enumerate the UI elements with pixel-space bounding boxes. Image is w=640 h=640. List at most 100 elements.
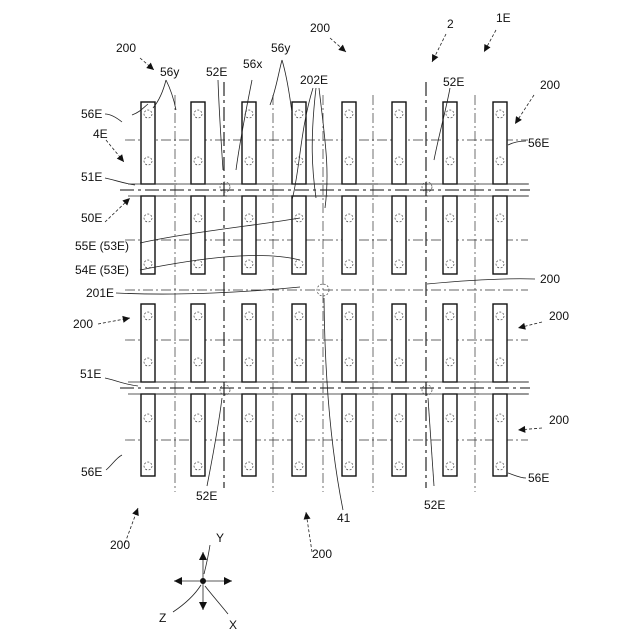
finger-body [141,394,155,476]
electrode-finger [443,102,457,184]
pointer-arrow [515,95,534,124]
label-200-bottom-left: 200 [110,538,130,552]
electrode-finger [242,102,256,184]
finger-body [242,196,256,274]
finger-body [242,394,256,476]
electrode-finger [342,394,356,476]
finger-body [342,394,356,476]
label-52E-top-right: 52E [443,75,464,89]
label-200-top-center: 200 [310,21,330,35]
electrode-finger [292,102,306,184]
electrode-finger [342,196,356,274]
finger-body [493,304,507,382]
finger-body [292,394,306,476]
electrode-finger [141,394,155,476]
electrode-finger [493,394,507,476]
pointer-arrow [518,426,542,433]
label-51E-upper: 51E [81,170,102,184]
electrode-finger [392,394,406,476]
finger-body [242,102,256,184]
finger-body [342,304,356,382]
label-2: 2 [447,17,454,31]
electrode-finger [443,394,457,476]
arrow-head [304,512,311,520]
electrode-finger [242,196,256,274]
electrode-finger [191,304,205,382]
label-200-top-right: 200 [540,78,560,92]
finger-body [493,102,507,184]
label-52E-top-left: 52E [206,65,227,79]
finger-body [141,196,155,274]
electrode-finger [141,196,155,274]
electrode-finger [443,304,457,382]
finger-body [443,196,457,274]
finger-body [493,394,507,476]
label-1E: 1E [496,11,511,25]
finger-body [191,394,205,476]
electrode-finger [191,394,205,476]
arrow-head [432,54,438,62]
electrode-finger [141,102,155,184]
finger-body [292,304,306,382]
pointer-arrow [105,198,130,222]
electrode-finger [242,394,256,476]
electrode-finger [342,102,356,184]
label-4E: 4E [93,127,108,141]
label-41: 41 [337,511,351,525]
label-201E: 201E [86,286,114,300]
arrow-head [122,316,130,323]
label-axis-x: X [229,618,237,632]
leader-lines [105,60,535,510]
finger-body [392,394,406,476]
electrode-finger [392,304,406,382]
arrow-head [117,154,124,162]
electrode-array [141,102,529,476]
label-56E-top-left: 56E [81,107,102,121]
label-56y-right: 56y [271,41,290,55]
label-200-top-left: 200 [116,41,136,55]
finger-body [342,102,356,184]
label-200-bottom-center: 200 [312,547,332,561]
pointer-arrow [432,34,446,62]
electrode-finger [191,196,205,274]
pointer-arrow [140,58,154,70]
electrode-finger [292,394,306,476]
electrode-finger [292,196,306,274]
label-55E: 55E (53E) [75,239,129,253]
label-202E: 202E [300,73,328,87]
finger-body [493,196,507,274]
finger-body [191,196,205,274]
finger-body [191,304,205,382]
finger-body [342,196,356,274]
electrode-finger [141,304,155,382]
finger-body [443,102,457,184]
label-52E-bottom-left: 52E [196,489,217,503]
pointer-arrow [106,140,124,162]
label-200-bottom-right: 200 [549,413,569,427]
arrow-head [518,323,526,330]
label-56E-bottom-left: 56E [81,465,102,479]
label-56y-left: 56y [160,65,179,79]
finger-body [292,196,306,274]
finger-body [141,304,155,382]
electrode-finger [191,102,205,184]
pointer-arrow [304,512,312,552]
label-56x: 56x [243,57,262,71]
label-axis-z: Z [159,611,166,625]
pointer-arrow [484,30,496,52]
finger-body [392,304,406,382]
electrode-finger [242,304,256,382]
electrode-finger [342,304,356,382]
bus-line-upper [120,184,530,196]
label-50E: 50E [81,211,102,225]
pointer-arrow [330,38,346,52]
label-200-mid-right: 200 [540,272,560,286]
label-200-mid-left: 200 [73,317,93,331]
label-56E-top-right: 56E [528,136,549,150]
reference-arrows [98,30,542,552]
finger-body [443,394,457,476]
arrow-head [146,63,154,70]
axis-indicator [173,545,232,614]
electrode-finger [443,196,457,274]
